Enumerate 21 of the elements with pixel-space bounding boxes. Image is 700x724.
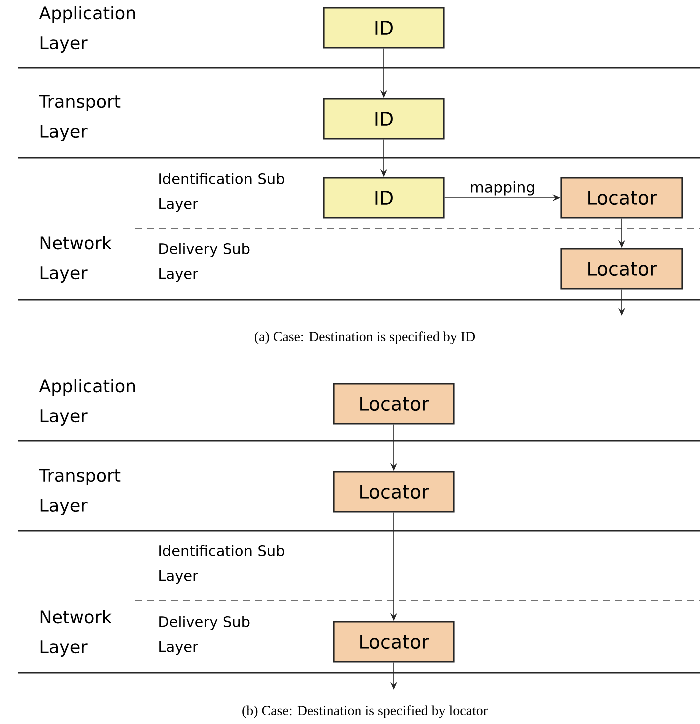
- layer-box: Locator: [333, 471, 455, 513]
- layer-name: Transport Layer: [39, 95, 121, 142]
- layer-box: Locator: [560, 177, 684, 219]
- layer-box: ID: [323, 7, 445, 49]
- layer-name: Network Layer: [40, 236, 112, 283]
- layer-name: Network Layer: [40, 610, 112, 657]
- caption: (a) Case: Destination is specified by ID: [255, 332, 476, 344]
- caption: (b) Case: Destination is specified by locator: [242, 706, 488, 718]
- sublayer-name: Delivery Sub Layer: [160, 243, 250, 282]
- layer-name: Transport Layer: [39, 469, 121, 516]
- sublayer-name: Delivery Sub Layer: [160, 616, 250, 656]
- edge-label: mapping: [468, 180, 537, 197]
- layer-name: Application Layer: [39, 6, 136, 53]
- sublayer-name: Identification Sub Layer: [160, 545, 284, 584]
- layer-box: Locator: [333, 621, 455, 663]
- sublayer-name: Identification Sub Layer: [160, 173, 284, 212]
- layer-box: Locator: [560, 248, 684, 290]
- layer-box: ID: [323, 177, 445, 219]
- layer-box: Locator: [333, 383, 455, 425]
- layer-name: Application Layer: [39, 379, 136, 426]
- layer-box: ID: [323, 98, 445, 140]
